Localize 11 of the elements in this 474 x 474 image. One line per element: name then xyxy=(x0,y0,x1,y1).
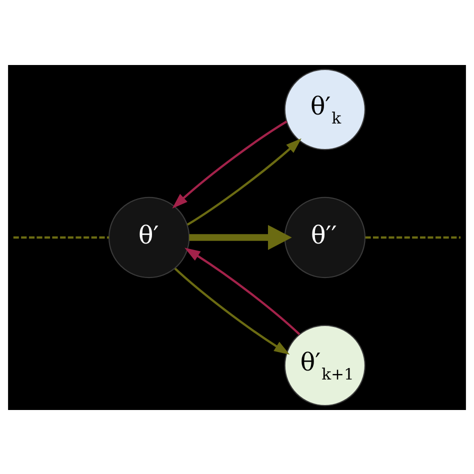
connector xyxy=(365,236,461,238)
arrow xyxy=(174,267,290,354)
node-circle: θ′$_{k}$ xyxy=(284,68,366,150)
node-circle: θ′$_{k+1}$ xyxy=(284,324,366,406)
arrow xyxy=(189,224,292,250)
arrow xyxy=(184,247,300,335)
node-circle: θ′′ xyxy=(284,196,366,278)
arrow xyxy=(186,138,302,226)
arrow xyxy=(172,120,288,208)
node-circle: θ′ xyxy=(108,196,190,278)
connector xyxy=(13,236,109,238)
